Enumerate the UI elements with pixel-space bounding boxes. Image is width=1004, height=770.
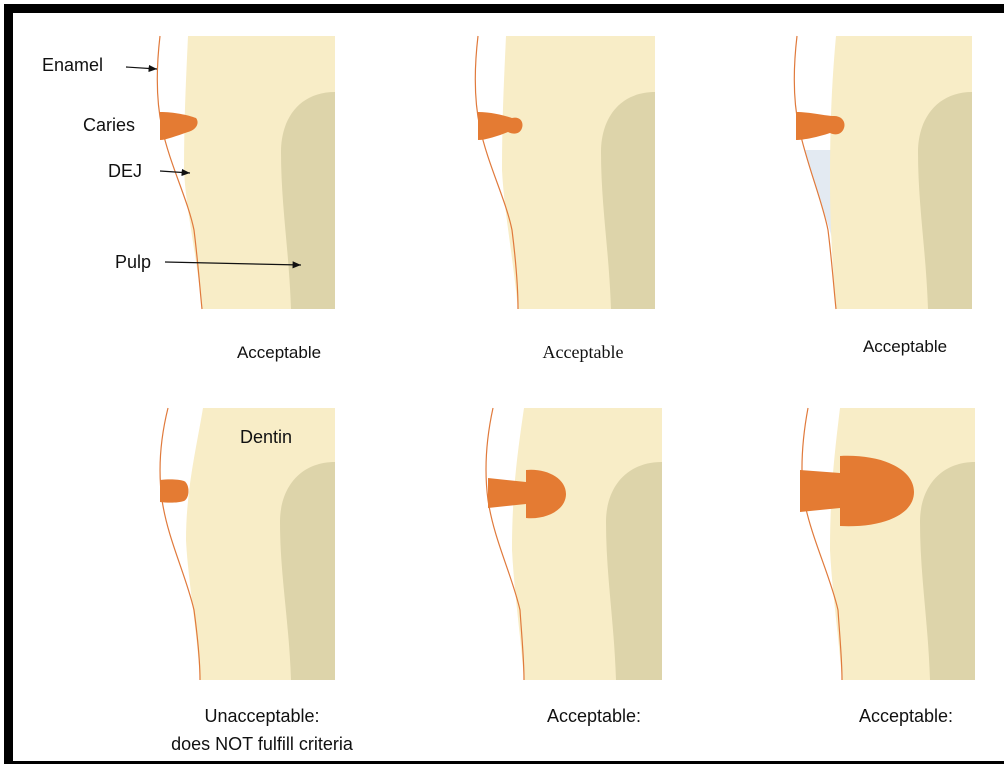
pulp-label: Pulp [115,252,151,272]
panel-4 [160,408,335,680]
caries-lesion [160,479,189,502]
caption-panel-1: Acceptable [237,343,321,362]
caption-panel-4-line-2: does NOT fulfill criteria [171,734,354,754]
caries-label: Caries [83,115,135,135]
panel-6 [800,408,975,680]
caption-panel-4-line-1: Unacceptable: [204,706,319,726]
caries-lesion [488,470,566,519]
panel-3 [794,36,972,309]
pulp [606,462,662,680]
dentin-label: Dentin [240,427,292,447]
panel-5 [486,408,662,680]
caption-panel-5: Acceptable: [547,706,641,726]
caption-panel-2: Acceptable [543,342,624,362]
enamel-arrow [126,67,157,69]
caption-panel-6: Acceptable: [859,706,953,726]
enamel-label: Enamel [42,55,103,75]
panel-2 [475,36,655,309]
caption-panel-3: Acceptable [863,337,947,356]
dej-label: DEJ [108,161,142,181]
